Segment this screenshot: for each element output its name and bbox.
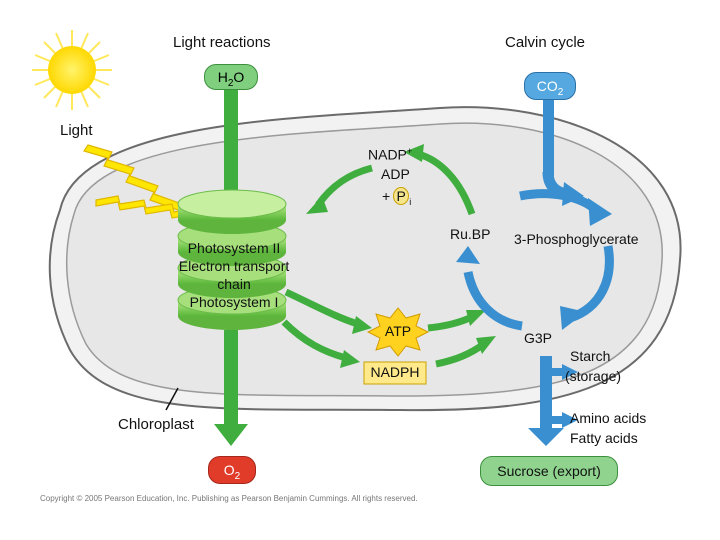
phosphoglycerate-label: 3-Phosphoglycerate [514, 231, 639, 247]
storage-label: (storage) [565, 368, 622, 384]
copyright-notice: Copyright © 2005 Pearson Education, Inc.… [40, 494, 418, 503]
nadph-box [363, 361, 427, 385]
light-label: Light [60, 122, 93, 139]
co2-arrow [542, 94, 584, 206]
thylakoid-stack [177, 189, 287, 330]
oxygen-arrow [214, 330, 248, 446]
co2-subscript: 2 [557, 86, 564, 98]
amino-acids-label: Amino acids [570, 410, 647, 426]
nadp-adp-arrow [306, 164, 373, 214]
chain-label: chain [217, 276, 251, 292]
phosphate-badge: P [393, 187, 410, 205]
atp-star [366, 307, 430, 357]
nadp-text: NADP [368, 146, 407, 163]
pi-subscript: i [409, 196, 412, 207]
water-subscript: 2 [227, 77, 234, 89]
nadph-label: NADPH [370, 364, 420, 380]
g3p-label: G3P [524, 330, 553, 346]
co2-pill: CO2 [524, 72, 576, 100]
calvin-cycle-arrowheads [456, 198, 612, 330]
water-text: H [217, 69, 228, 85]
plus-sign: + [382, 188, 391, 204]
nadph-arrow [281, 319, 360, 368]
atp-label: ATP [384, 323, 412, 339]
cycle-arc-bottom [463, 270, 523, 331]
nadp-label: NADP+ [368, 146, 412, 163]
calvin-cycle-label: Calvin cycle [505, 34, 586, 51]
starch-label: Starch [570, 348, 611, 364]
pi-text: P [396, 188, 406, 204]
sucrose-text: Sucrose (export) [497, 463, 601, 479]
o2-pill: O2 [208, 456, 256, 484]
o2-text: O [223, 462, 235, 478]
sun-icon [32, 30, 112, 110]
light-reactions-label: Light reactions [173, 34, 271, 51]
nadph-to-cycle-arrow [435, 336, 496, 368]
chloroplast-label: Chloroplast [118, 416, 194, 433]
electron-transport-label: Electron transport [178, 258, 290, 274]
photosystem-1-label: Photosystem I [189, 294, 279, 310]
nadp-superscript: + [406, 146, 413, 156]
chloroplast-pointer [165, 387, 179, 411]
fatty-acids-label: Fatty acids [570, 430, 638, 446]
g3p-output-arrow [528, 356, 578, 446]
photosystem-2-label: Photosystem II [187, 240, 281, 256]
co2-text: CO [536, 78, 558, 94]
o2-subscript: 2 [234, 470, 241, 482]
water-text-end: O [233, 69, 245, 85]
atp-arrow [284, 288, 372, 334]
atp-to-cycle-arrow [427, 310, 486, 332]
cycle-return-arrow [404, 144, 476, 216]
rubp-label: Ru.BP [450, 226, 491, 242]
adp-label: ADP [381, 166, 410, 182]
water-pill: H2O [204, 64, 258, 90]
sucrose-pill: Sucrose (export) [480, 456, 618, 486]
